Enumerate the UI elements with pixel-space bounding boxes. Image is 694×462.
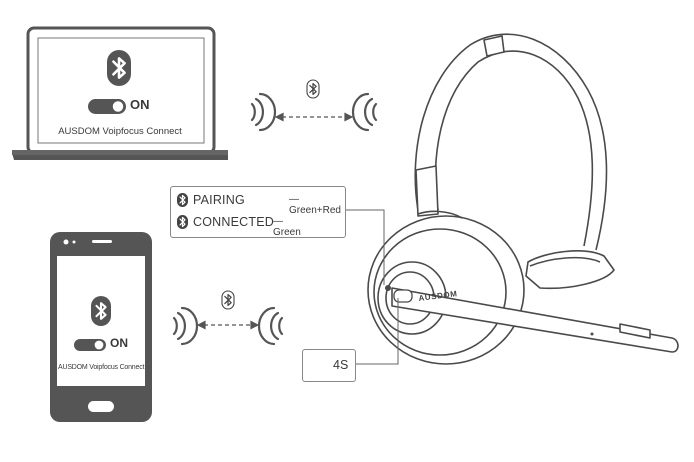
laptop-toggle-switch-icon [88, 99, 126, 114]
headset-icon [367, 33, 679, 365]
laptop-icon [12, 26, 228, 160]
phone-power-state: ON [110, 336, 128, 350]
bluetooth-icon [177, 215, 188, 229]
laptop-wireless-signal-icon [250, 92, 378, 132]
hold-duration: 4S [333, 358, 349, 372]
laptop-link-bluetooth-icon [306, 79, 320, 99]
phone-link-arrow [196, 320, 260, 330]
laptop-link-arrow [274, 112, 354, 122]
phone-device-name: AUSDOM Voipfocus Connect [58, 364, 145, 371]
phone-link-bluetooth-icon [221, 290, 235, 310]
phone-toggle-switch-icon [74, 339, 106, 351]
smartphone-icon [50, 232, 152, 422]
connected-label: CONNECTED [193, 215, 274, 229]
connected-color: — Green [273, 216, 301, 238]
pairing-color: — Green+Red [289, 194, 341, 216]
phone-wireless-signal-icon [172, 306, 284, 346]
button-hold-callout: 4S [302, 349, 356, 382]
laptop-bluetooth-icon [107, 50, 131, 86]
pairing-label: PAIRING [193, 193, 245, 207]
bluetooth-icon [177, 193, 188, 207]
laptop-device-name: AUSDOM Voipfocus Connect [58, 126, 182, 137]
button-leader-line [354, 298, 399, 365]
indicator-legend: PAIRING — Green+Red CONNECTED — Green [170, 186, 346, 238]
phone-bluetooth-icon [91, 296, 111, 326]
laptop-power-state: ON [130, 97, 150, 112]
legend-leader-line [344, 209, 385, 285]
